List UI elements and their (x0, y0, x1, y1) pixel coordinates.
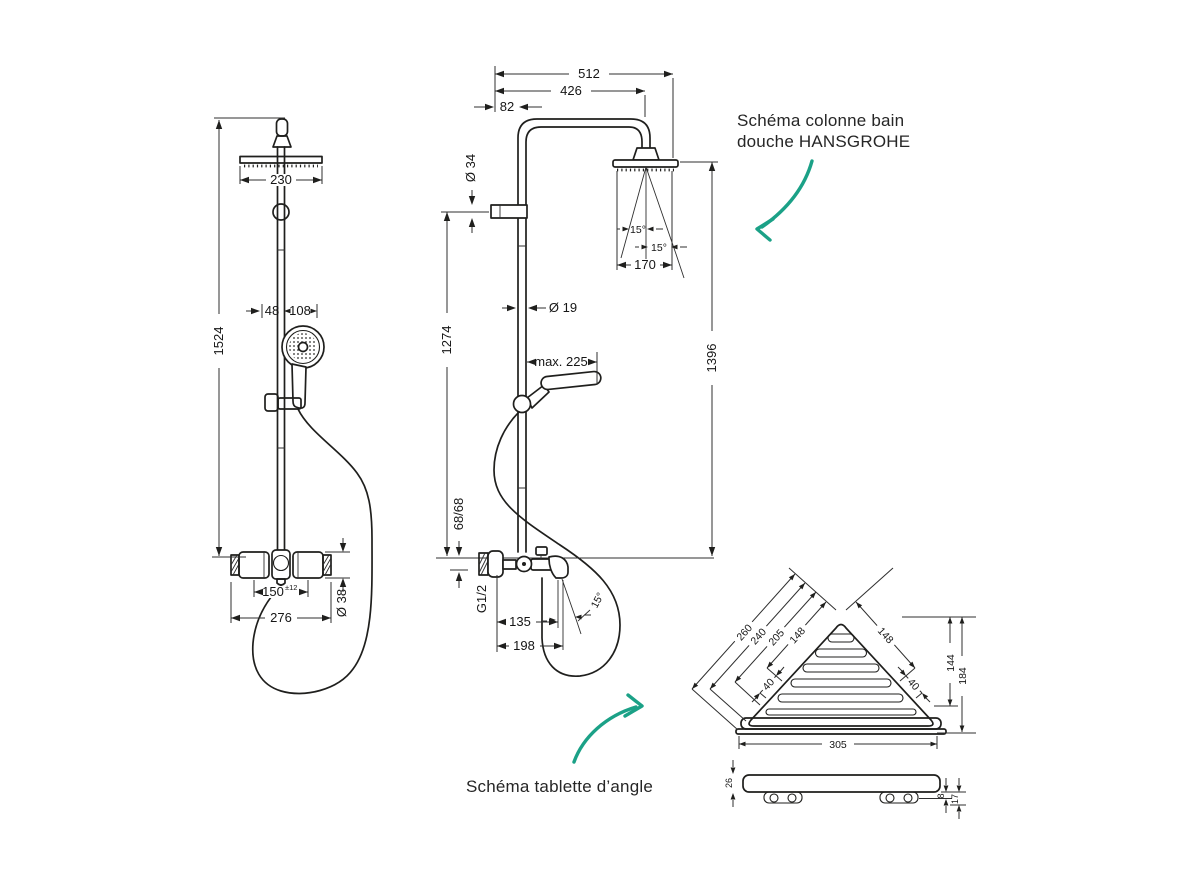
dim-512: 512 (578, 66, 600, 81)
dim-height-1524: 1524 (211, 327, 226, 356)
curved-arrow-tablette-icon (572, 693, 644, 764)
handshower-face (297, 341, 309, 353)
front-view-drawing: 1524 230 48 108 150 ±12 276 Ø 38 (211, 117, 373, 695)
dim-spray-angle-right: 15° (651, 242, 667, 254)
dim-426: 426 (560, 83, 582, 98)
dim-198: 198 (513, 638, 535, 653)
dim-diameter-38: Ø 38 (334, 589, 349, 617)
caption-tablette: Schéma tablette d’angle (466, 777, 654, 796)
dim-170: 170 (634, 257, 656, 272)
curved-arrow-colonne-icon (755, 159, 814, 242)
dim-g12: G1/2 (474, 585, 489, 613)
dim-shelf-144: 144 (945, 654, 957, 672)
dim-head-230: 230 (270, 172, 292, 187)
caption-colonne-line2: douche HANSGROHE (737, 132, 911, 152)
dim-150: 150 (262, 584, 284, 599)
dim-1274: 1274 (439, 326, 454, 355)
dim-135: 135 (509, 614, 531, 629)
dim-max-225: max. 225 (534, 354, 587, 369)
dim-diameter-34: Ø 34 (463, 154, 478, 182)
dim-68-68: 68/68 (451, 498, 466, 531)
dim-tolerance: ±12 (285, 583, 297, 592)
dim-108: 108 (289, 303, 311, 318)
dim-spray-angle-left: 15° (630, 224, 646, 236)
dim-diameter-19: Ø 19 (549, 300, 577, 315)
dim-82: 82 (500, 99, 514, 114)
side-view-drawing: 512 426 82 Ø 34 1274 1396 Ø 19 max. 225 … (436, 66, 719, 677)
dim-shelf-17: 17 (950, 794, 960, 804)
corner-shelf-side-view: 26 8 17 (724, 760, 966, 819)
corner-shelf-top-view: 148 205 240 260 40 148 40 144 184 305 (690, 567, 976, 751)
dim-shelf-184: 184 (957, 667, 969, 685)
dim-shelf-26: 26 (724, 778, 734, 788)
dim-48: 48 (265, 303, 279, 318)
dim-276: 276 (270, 610, 292, 625)
dim-shelf-8: 8 (936, 793, 946, 798)
caption-colonne: Schéma colonne bain douche HANSGROHE (737, 110, 910, 152)
dim-shelf-305: 305 (829, 739, 847, 751)
dim-1396: 1396 (704, 344, 719, 373)
caption-colonne-line1: Schéma colonne bain (737, 111, 905, 130)
dim-spout-angle: 15° (589, 591, 607, 611)
